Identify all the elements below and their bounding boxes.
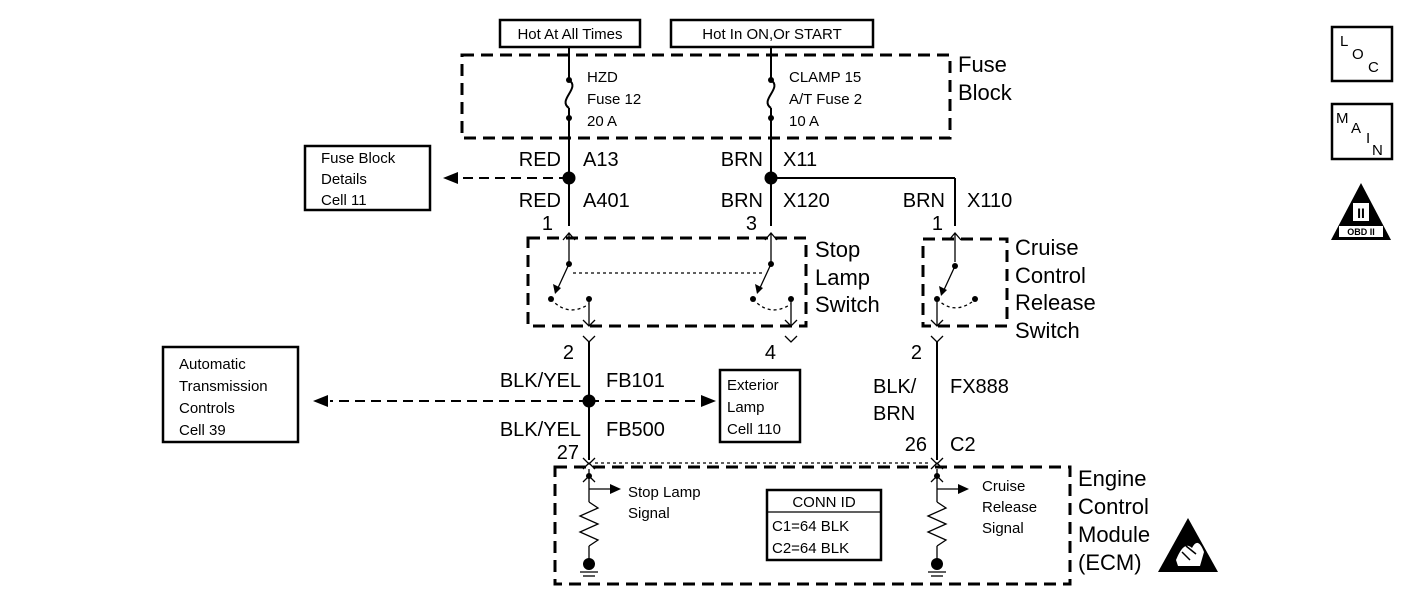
wire-red-a401-color: RED <box>519 190 561 212</box>
obd-ii-text: OBD II <box>1347 227 1375 237</box>
fuse-right-number: A/T Fuse 2 <box>789 91 862 108</box>
fuse-right-name: CLAMP 15 <box>789 69 861 86</box>
ecm-outline <box>553 465 1072 586</box>
stop-lamp-pin-3: 3 <box>746 213 757 235</box>
exterior-lamp-line1: Exterior <box>727 377 779 394</box>
wire-blkyel-fb101-color: BLK/YEL <box>500 370 581 392</box>
loc-icon[interactable]: L O C <box>1330 25 1394 83</box>
exterior-lamp-line2: Lamp <box>727 399 765 416</box>
cruise-switch-pin-2: 2 <box>911 342 922 364</box>
fuse-block-details-reference[interactable]: Fuse Block Details Cell 11 <box>303 144 432 212</box>
hot-in-on-start-text: Hot In ON,Or START <box>702 26 841 43</box>
auto-trans-line1: Automatic <box>179 356 246 373</box>
stop-lamp-signal-line2: Signal <box>628 505 670 522</box>
wire-red-a13-color: RED <box>519 149 561 171</box>
fuse-left-rating: 20 A <box>587 113 617 130</box>
stop-lamp-switch-contacts <box>548 232 798 343</box>
obd-ii-numeral: II <box>1357 205 1365 221</box>
fuse-block-label-line2: Block <box>958 80 1013 105</box>
automatic-transmission-reference[interactable]: Automatic Transmission Controls Cell 39 <box>161 345 300 444</box>
fuse-block-details-line1: Fuse Block <box>321 150 396 167</box>
ecm-label-line2: Control <box>1078 494 1149 519</box>
conn-id-c1: C1=64 BLK <box>772 518 849 535</box>
fuse-left-number: Fuse 12 <box>587 91 641 108</box>
hot-in-on-start-label-box: Hot In ON,Or START <box>669 18 875 49</box>
exterior-lamp-line3: Cell 110 <box>727 421 781 438</box>
ecm-label-line1: Engine <box>1078 466 1147 491</box>
fuse-block-outline <box>460 53 952 140</box>
loc-icon-c: C <box>1368 59 1379 76</box>
conn-id-box: CONN ID C1=64 BLK C2=64 BLK <box>765 488 883 562</box>
wire-brn-x120-circuit: X120 <box>783 190 830 212</box>
fuse-block-details-line3: Cell 11 <box>321 192 367 209</box>
arrow-left-fuse-details <box>443 172 458 184</box>
arrow-left-auto-trans <box>313 395 328 407</box>
wire-blkbrn-color-line1: BLK/ <box>873 376 917 398</box>
stop-lamp-signal-circuit <box>578 469 621 577</box>
wire-red-a13-circuit: A13 <box>583 149 619 171</box>
wire-blkyel-fb500-circuit: FB500 <box>606 419 665 441</box>
cruise-release-switch-label-line2: Control <box>1015 263 1086 288</box>
cruise-release-switch-label-line1: Cruise <box>1015 235 1079 260</box>
auto-trans-line3: Controls <box>179 400 235 417</box>
wire-brn-x110-circuit: X110 <box>967 190 1012 212</box>
esd-warning-icon <box>1158 518 1218 572</box>
cruise-release-switch-label-line3: Release <box>1015 290 1096 315</box>
stop-lamp-pin-2: 2 <box>563 342 574 364</box>
wire-brn-x120-color: BRN <box>721 190 763 212</box>
conn-id-title: CONN ID <box>792 494 856 511</box>
stop-lamp-pin-4: 4 <box>765 342 776 364</box>
fuse-block-label-line1: Fuse <box>958 52 1007 77</box>
wire-blkyel-fb500-color: BLK/YEL <box>500 419 581 441</box>
cruise-release-switch-outline <box>921 237 1009 328</box>
cruise-release-switch-label-line4: Switch <box>1015 318 1080 343</box>
cruise-release-switch-contacts <box>930 232 978 343</box>
fuse-block-details-line2: Details <box>321 171 367 188</box>
obd-ii-icon: II OBD II <box>1331 183 1391 240</box>
stop-lamp-switch-label-line3: Switch <box>815 292 880 317</box>
wire-blkbrn-color-line2: BRN <box>873 403 915 425</box>
wire-brn-x11-circuit: X11 <box>783 149 817 171</box>
stop-lamp-signal-line1: Stop Lamp <box>628 484 701 501</box>
ecm-pin-27: 27 <box>557 442 579 464</box>
stop-lamp-switch-label-line1: Stop <box>815 237 860 262</box>
ecm-label-line3: Module <box>1078 522 1150 547</box>
stop-lamp-switch-label-line2: Lamp <box>815 265 870 290</box>
stop-lamp-switch-outline <box>526 236 808 328</box>
cruise-release-signal-line3: Signal <box>982 520 1024 537</box>
wire-brn-x110-color: BRN <box>903 190 945 212</box>
cruise-switch-pin-1: 1 <box>932 213 943 235</box>
wire-blkbrn-circuit: FX888 <box>950 376 1009 398</box>
main-icon-m: M <box>1336 110 1349 127</box>
hot-at-all-times-text: Hot At All Times <box>517 26 622 43</box>
loc-icon-l: L <box>1340 33 1348 50</box>
cruise-release-signal-line2: Release <box>982 499 1037 516</box>
cruise-release-signal-line1: Cruise <box>982 478 1025 495</box>
auto-trans-line2: Transmission <box>179 378 268 395</box>
ecm-connector-c2: C2 <box>950 434 976 456</box>
fuse-right-rating: 10 A <box>789 113 819 130</box>
main-icon-a: A <box>1351 120 1361 137</box>
loc-icon-o: O <box>1352 46 1364 63</box>
ecm-pin-26: 26 <box>905 434 927 456</box>
ecm-label-line4: (ECM) <box>1078 550 1142 575</box>
fuse-right-symbol <box>766 47 776 226</box>
auto-trans-line4: Cell 39 <box>179 422 226 439</box>
arrow-right-exterior-lamp <box>701 395 716 407</box>
cruise-release-signal-circuit <box>926 469 969 577</box>
wire-red-a401-circuit: A401 <box>583 190 630 212</box>
main-icon[interactable]: M A I N <box>1330 102 1394 161</box>
fuse-left-symbol <box>564 47 574 226</box>
conn-id-c2: C2=64 BLK <box>772 540 849 557</box>
stop-lamp-pin-1: 1 <box>542 213 553 235</box>
wire-brn-x11-color: BRN <box>721 149 763 171</box>
hot-at-all-times-label-box: Hot At All Times <box>498 18 642 49</box>
exterior-lamp-reference[interactable]: Exterior Lamp Cell 110 <box>718 368 802 444</box>
main-icon-i: I <box>1366 130 1370 147</box>
main-icon-n: N <box>1372 142 1383 159</box>
fuse-left-name: HZD <box>587 69 618 86</box>
wire-blkyel-fb101-circuit: FB101 <box>606 370 665 392</box>
